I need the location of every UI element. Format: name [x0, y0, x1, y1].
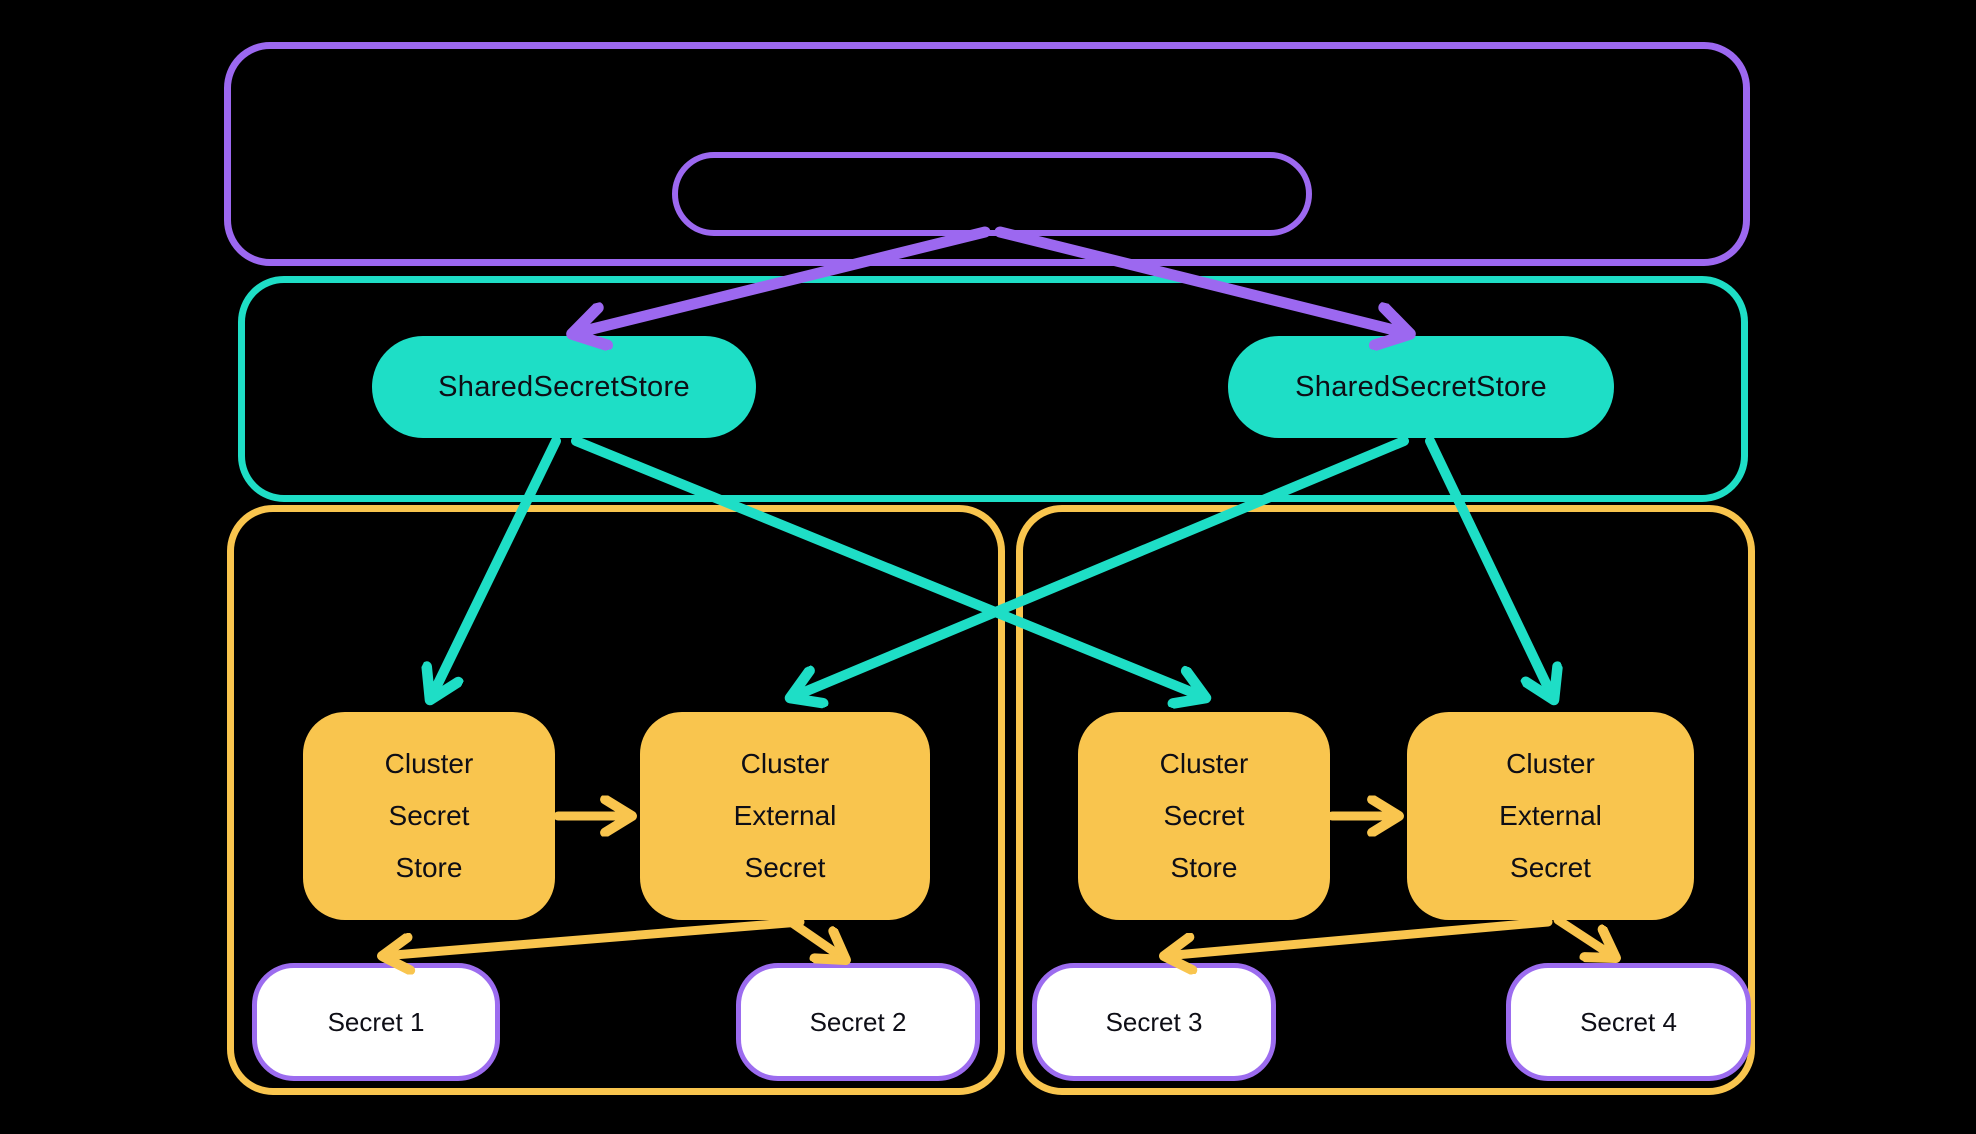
inner-purple-pill	[672, 152, 1312, 236]
secret-4-label: Secret 4	[1580, 1006, 1677, 1037]
shared-secret-store-left-label: SharedSecretStore	[438, 370, 690, 403]
shared-secret-store-right: SharedSecretStore	[1228, 336, 1614, 438]
cluster-external-secret-right: Cluster External Secret	[1407, 712, 1694, 920]
shared-secret-store-left: SharedSecretStore	[372, 336, 756, 438]
shared-secret-store-right-label: SharedSecretStore	[1295, 370, 1547, 403]
cluster-secret-store-right: Cluster Secret Store	[1078, 712, 1330, 920]
cluster-secret-store-left-label: Cluster Secret Store	[384, 748, 474, 883]
cluster-secret-store-right-label: Cluster Secret Store	[1159, 748, 1249, 883]
secret-1-pill: Secret 1	[252, 963, 500, 1081]
secret-4-pill: Secret 4	[1506, 963, 1751, 1081]
secret-3-label: Secret 3	[1105, 1006, 1203, 1037]
secret-3-pill: Secret 3	[1032, 963, 1276, 1081]
cluster-secret-store-left: Cluster Secret Store	[303, 712, 555, 920]
cluster-external-secret-right-label: Cluster External Secret	[1499, 748, 1602, 883]
cluster-external-secret-left-label: Cluster External Secret	[733, 748, 837, 883]
secret-1-label: Secret 1	[327, 1006, 425, 1037]
secret-2-label: Secret 2	[809, 1006, 907, 1037]
cluster-external-secret-left: Cluster External Secret	[640, 712, 930, 920]
secret-2-pill: Secret 2	[736, 963, 980, 1081]
